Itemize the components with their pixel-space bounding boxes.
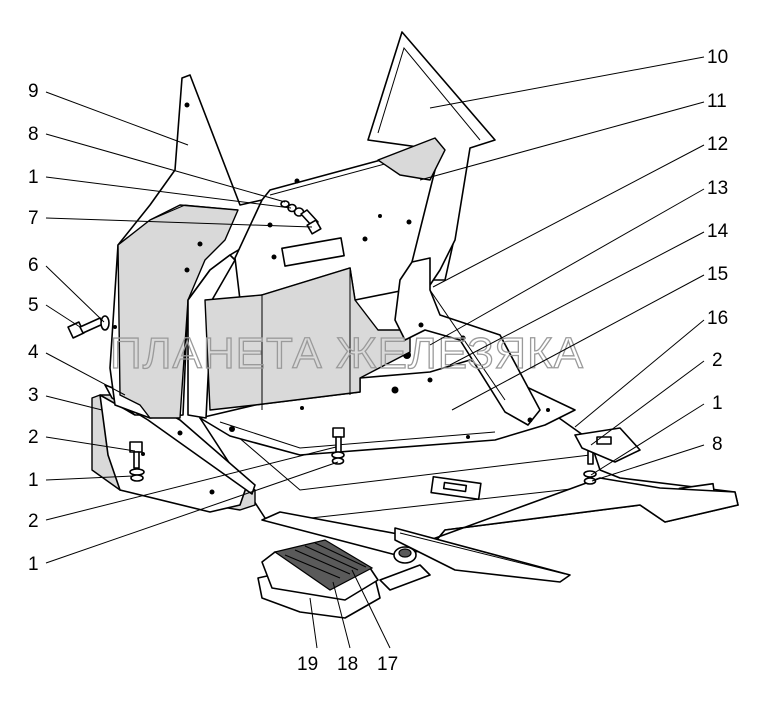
callout-1: 1 (28, 470, 39, 491)
inner-tunnel (204, 267, 411, 411)
right-upper-housing (367, 31, 496, 286)
callout-labels: 9 8 1 7 6 5 4 3 2 1 2 1 10 11 12 13 14 1… (28, 47, 729, 675)
callout-6: 6 (28, 255, 39, 276)
callout-9: 9 (28, 81, 39, 102)
side-bolt-assembly (67, 315, 110, 339)
callout-5: 5 (28, 295, 39, 316)
callout-12: 12 (707, 134, 728, 155)
callout-2: 2 (712, 350, 723, 371)
pedal-assembly (257, 539, 431, 619)
callout-17: 17 (377, 654, 398, 675)
callout-2: 2 (28, 427, 39, 448)
callout-10: 10 (707, 47, 728, 68)
callout-3: 3 (28, 385, 39, 406)
callout-11: 11 (707, 91, 727, 112)
top-bolt-assembly (280, 200, 322, 235)
callout-7: 7 (28, 208, 39, 229)
callout-18: 18 (337, 654, 358, 675)
callout-8: 8 (712, 434, 723, 455)
callout-14: 14 (707, 221, 729, 242)
callout-2: 2 (28, 511, 39, 532)
callout-1: 1 (28, 554, 39, 575)
callout-19: 19 (297, 654, 318, 675)
callout-15: 15 (707, 264, 728, 285)
callout-16: 16 (707, 308, 728, 329)
lower-support-frame (261, 477, 739, 583)
callout-1: 1 (28, 167, 39, 188)
callout-4: 4 (28, 342, 39, 363)
left-bolt-assembly (129, 441, 145, 482)
watermark: ПЛАНЕТА ЖЕЛЕЗЯКА (110, 329, 584, 378)
leader-lines (45, 56, 705, 649)
callout-13: 13 (707, 178, 728, 199)
right-side-wall (394, 257, 541, 426)
callout-8: 8 (28, 124, 39, 145)
middle-bolt-assembly (331, 427, 345, 465)
callout-1: 1 (712, 393, 723, 414)
